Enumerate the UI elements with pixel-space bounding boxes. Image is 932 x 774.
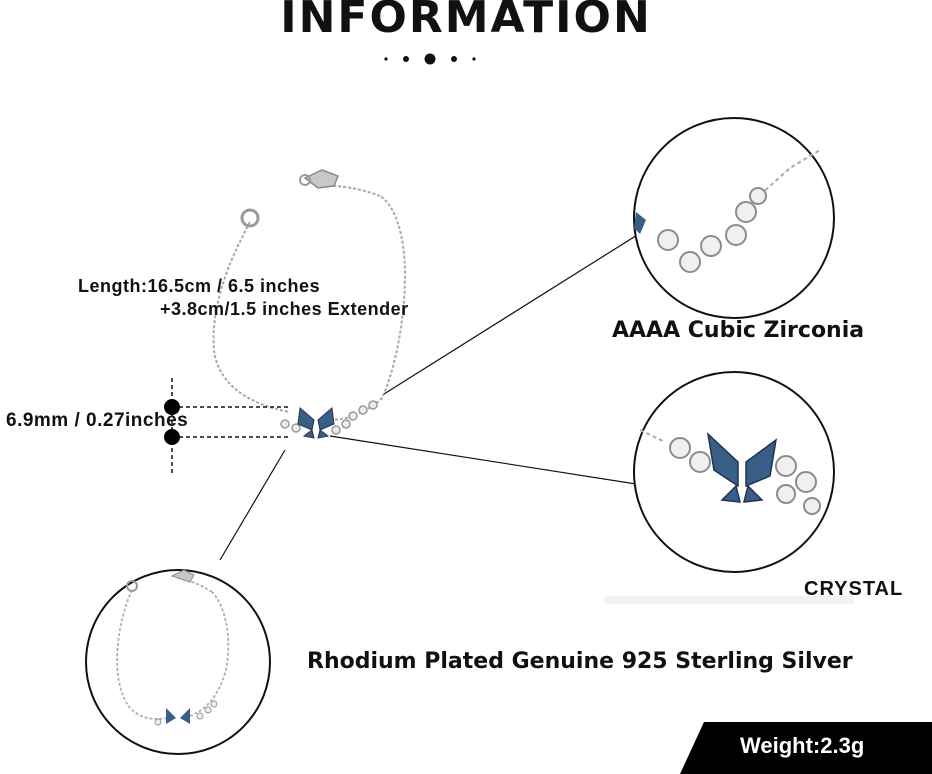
stones <box>280 400 378 435</box>
dimension-dot-top <box>164 399 180 415</box>
extender-label: +3.8cm/1.5 inches Extender <box>160 299 409 319</box>
thickness-label: 6.9mm / 0.27inches <box>6 410 189 431</box>
zoom-circle-zirconia <box>633 117 835 319</box>
leader-lines <box>219 231 643 561</box>
clasp-ring <box>240 208 260 228</box>
weight-label: Weight:2.3g <box>740 733 865 758</box>
zoom-circle-crystal <box>633 371 835 573</box>
page-title: INFORMATION <box>280 0 652 43</box>
dimension-dot-bottom <box>164 429 180 445</box>
thickness-dimension <box>171 378 290 476</box>
title-divider-dots <box>384 53 476 65</box>
extender-tag <box>303 169 339 189</box>
weight-bar <box>680 722 932 774</box>
butterfly-crystal <box>297 407 335 439</box>
label-shadow <box>604 596 854 604</box>
zirconia-label: AAAA Cubic Zirconia <box>612 318 865 343</box>
crystal-label: CRYSTAL <box>804 578 904 600</box>
material-label: Rhodium Plated Genuine 925 Sterling Silv… <box>307 649 853 674</box>
zoom-circle-bracelet <box>85 569 271 755</box>
length-label: Length:16.5cm / 6.5 inches <box>78 276 321 296</box>
